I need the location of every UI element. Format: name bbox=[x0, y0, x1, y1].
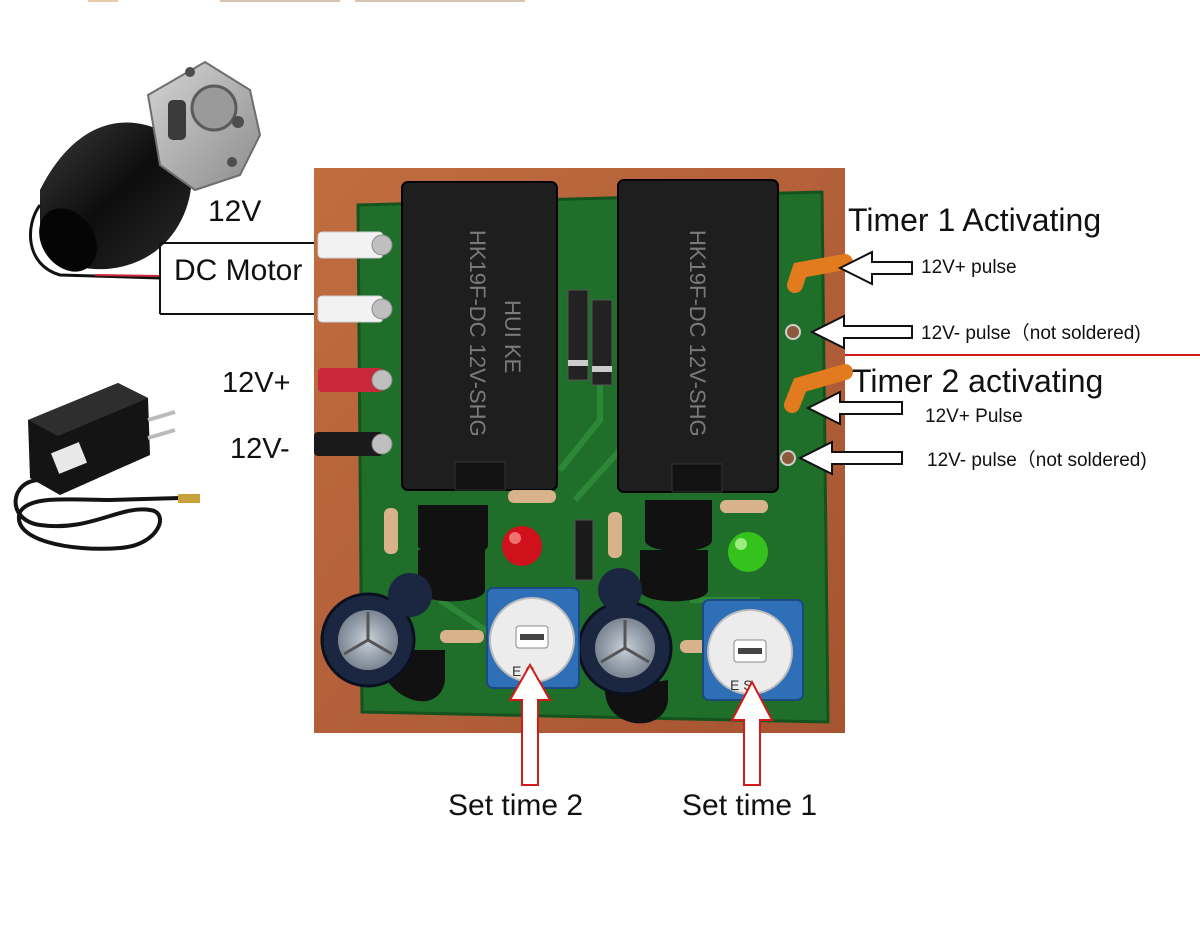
motor-bracket bbox=[159, 242, 318, 315]
dc-motor-image bbox=[29, 60, 262, 280]
timer2-title: Timer 2 activating bbox=[852, 363, 1104, 399]
callout-arrows bbox=[797, 250, 913, 476]
pcb-photo bbox=[314, 168, 853, 733]
set-time-arrows bbox=[508, 662, 774, 786]
relay1-brand: HUI KE bbox=[500, 300, 525, 373]
transistors bbox=[378, 500, 712, 724]
timer2-minus-label: 12V- pulse（not soldered) bbox=[927, 450, 1147, 471]
capacitors bbox=[320, 568, 673, 696]
supply-plus-label: 12V+ bbox=[222, 367, 291, 399]
timer2-plus-label: 12V+ Pulse bbox=[925, 406, 1023, 427]
power-adapter-image bbox=[13, 383, 200, 551]
red-led bbox=[502, 526, 542, 566]
timer1-title: Timer 1 Activating bbox=[848, 202, 1102, 238]
set-time-1-label: Set time 1 bbox=[682, 789, 818, 822]
dc-motor-label: DC Motor bbox=[174, 254, 303, 287]
timer1-minus-label: 12V- pulse（not soldered) bbox=[921, 323, 1141, 344]
set-time-2-label: Set time 2 bbox=[448, 789, 584, 822]
trimmer1-marking: E S bbox=[730, 677, 753, 693]
green-led bbox=[728, 532, 768, 572]
supply-minus-label: 12V- bbox=[230, 433, 290, 465]
motor-voltage-label: 12V bbox=[208, 195, 262, 228]
relay2-marking: HK19F-DC 12V-SHG bbox=[685, 230, 710, 437]
top-edge-marks bbox=[88, 0, 525, 2]
timer1-plus-label: 12V+ pulse bbox=[921, 257, 1017, 278]
relay1-marking: HK19F-DC 12V-SHG bbox=[465, 230, 490, 437]
resistors bbox=[384, 490, 768, 653]
